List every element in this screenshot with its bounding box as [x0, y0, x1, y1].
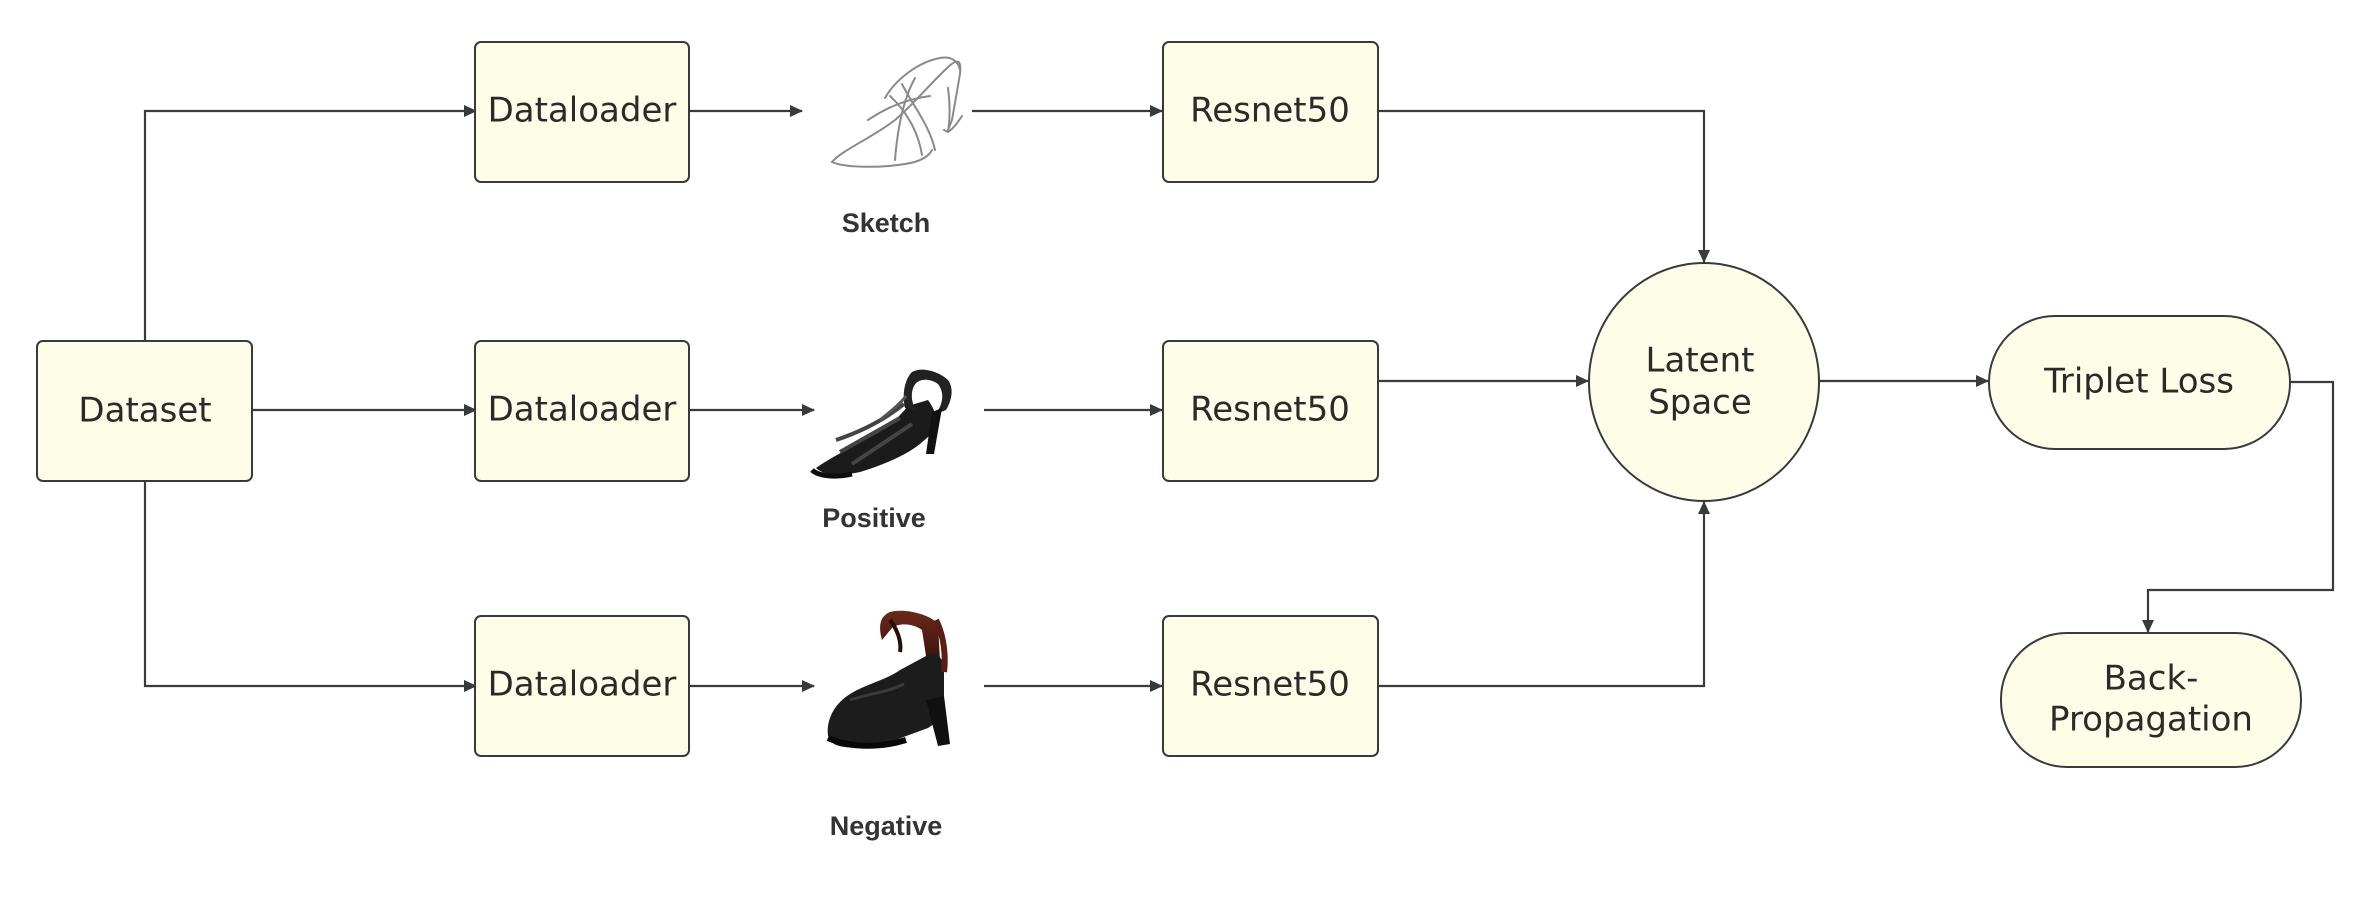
dataloader-positive-label: Dataloader — [488, 390, 677, 430]
backprop-label-line2: Propagation — [2049, 700, 2253, 740]
dataloader-positive-node: Dataloader — [474, 340, 690, 482]
latent-space-node: Latent Space — [1588, 262, 1820, 502]
triplet-loss-node: Triplet Loss — [1988, 315, 2291, 450]
backprop-label-line1: Back- — [2104, 659, 2199, 699]
resnet-sketch-node: Resnet50 — [1162, 41, 1379, 183]
resnet-sketch-label: Resnet50 — [1190, 91, 1350, 131]
triplet-loss-label: Triplet Loss — [2043, 362, 2234, 402]
positive-caption: Positive — [822, 503, 926, 533]
dataloader-negative-node: Dataloader — [474, 615, 690, 757]
black-sandal-icon — [810, 369, 952, 479]
edge-resnet-negative-to-latent — [1378, 501, 1710, 688]
edges — [143, 105, 2335, 692]
edge-dataset-to-dataloader-sketch — [143, 105, 477, 340]
dataloader-sketch-node: Dataloader — [474, 41, 690, 183]
edge-triplet-loss-to-backprop — [2142, 380, 2335, 633]
sketch-shoe-icon — [831, 56, 963, 168]
black-heel-shoe-icon — [826, 610, 950, 749]
edge-resnet-sketch-to-latent — [1378, 109, 1710, 263]
resnet-positive-label: Resnet50 — [1190, 390, 1350, 430]
edge-dataset-to-dataloader-negative — [143, 481, 477, 692]
sketch-caption: Sketch — [842, 208, 931, 238]
dataset-label: Dataset — [78, 391, 211, 431]
resnet-negative-node: Resnet50 — [1162, 615, 1379, 757]
resnet-negative-label: Resnet50 — [1190, 665, 1350, 705]
dataset-node: Dataset — [36, 340, 253, 482]
dataloader-sketch-label: Dataloader — [488, 91, 677, 131]
backprop-node: Back- Propagation — [2000, 632, 2302, 768]
dataloader-negative-label: Dataloader — [488, 665, 677, 705]
negative-caption: Negative — [830, 811, 943, 841]
resnet-positive-node: Resnet50 — [1162, 340, 1379, 482]
latent-space-label-line2: Space — [1648, 383, 1752, 423]
latent-space-label-line1: Latent — [1646, 341, 1755, 381]
